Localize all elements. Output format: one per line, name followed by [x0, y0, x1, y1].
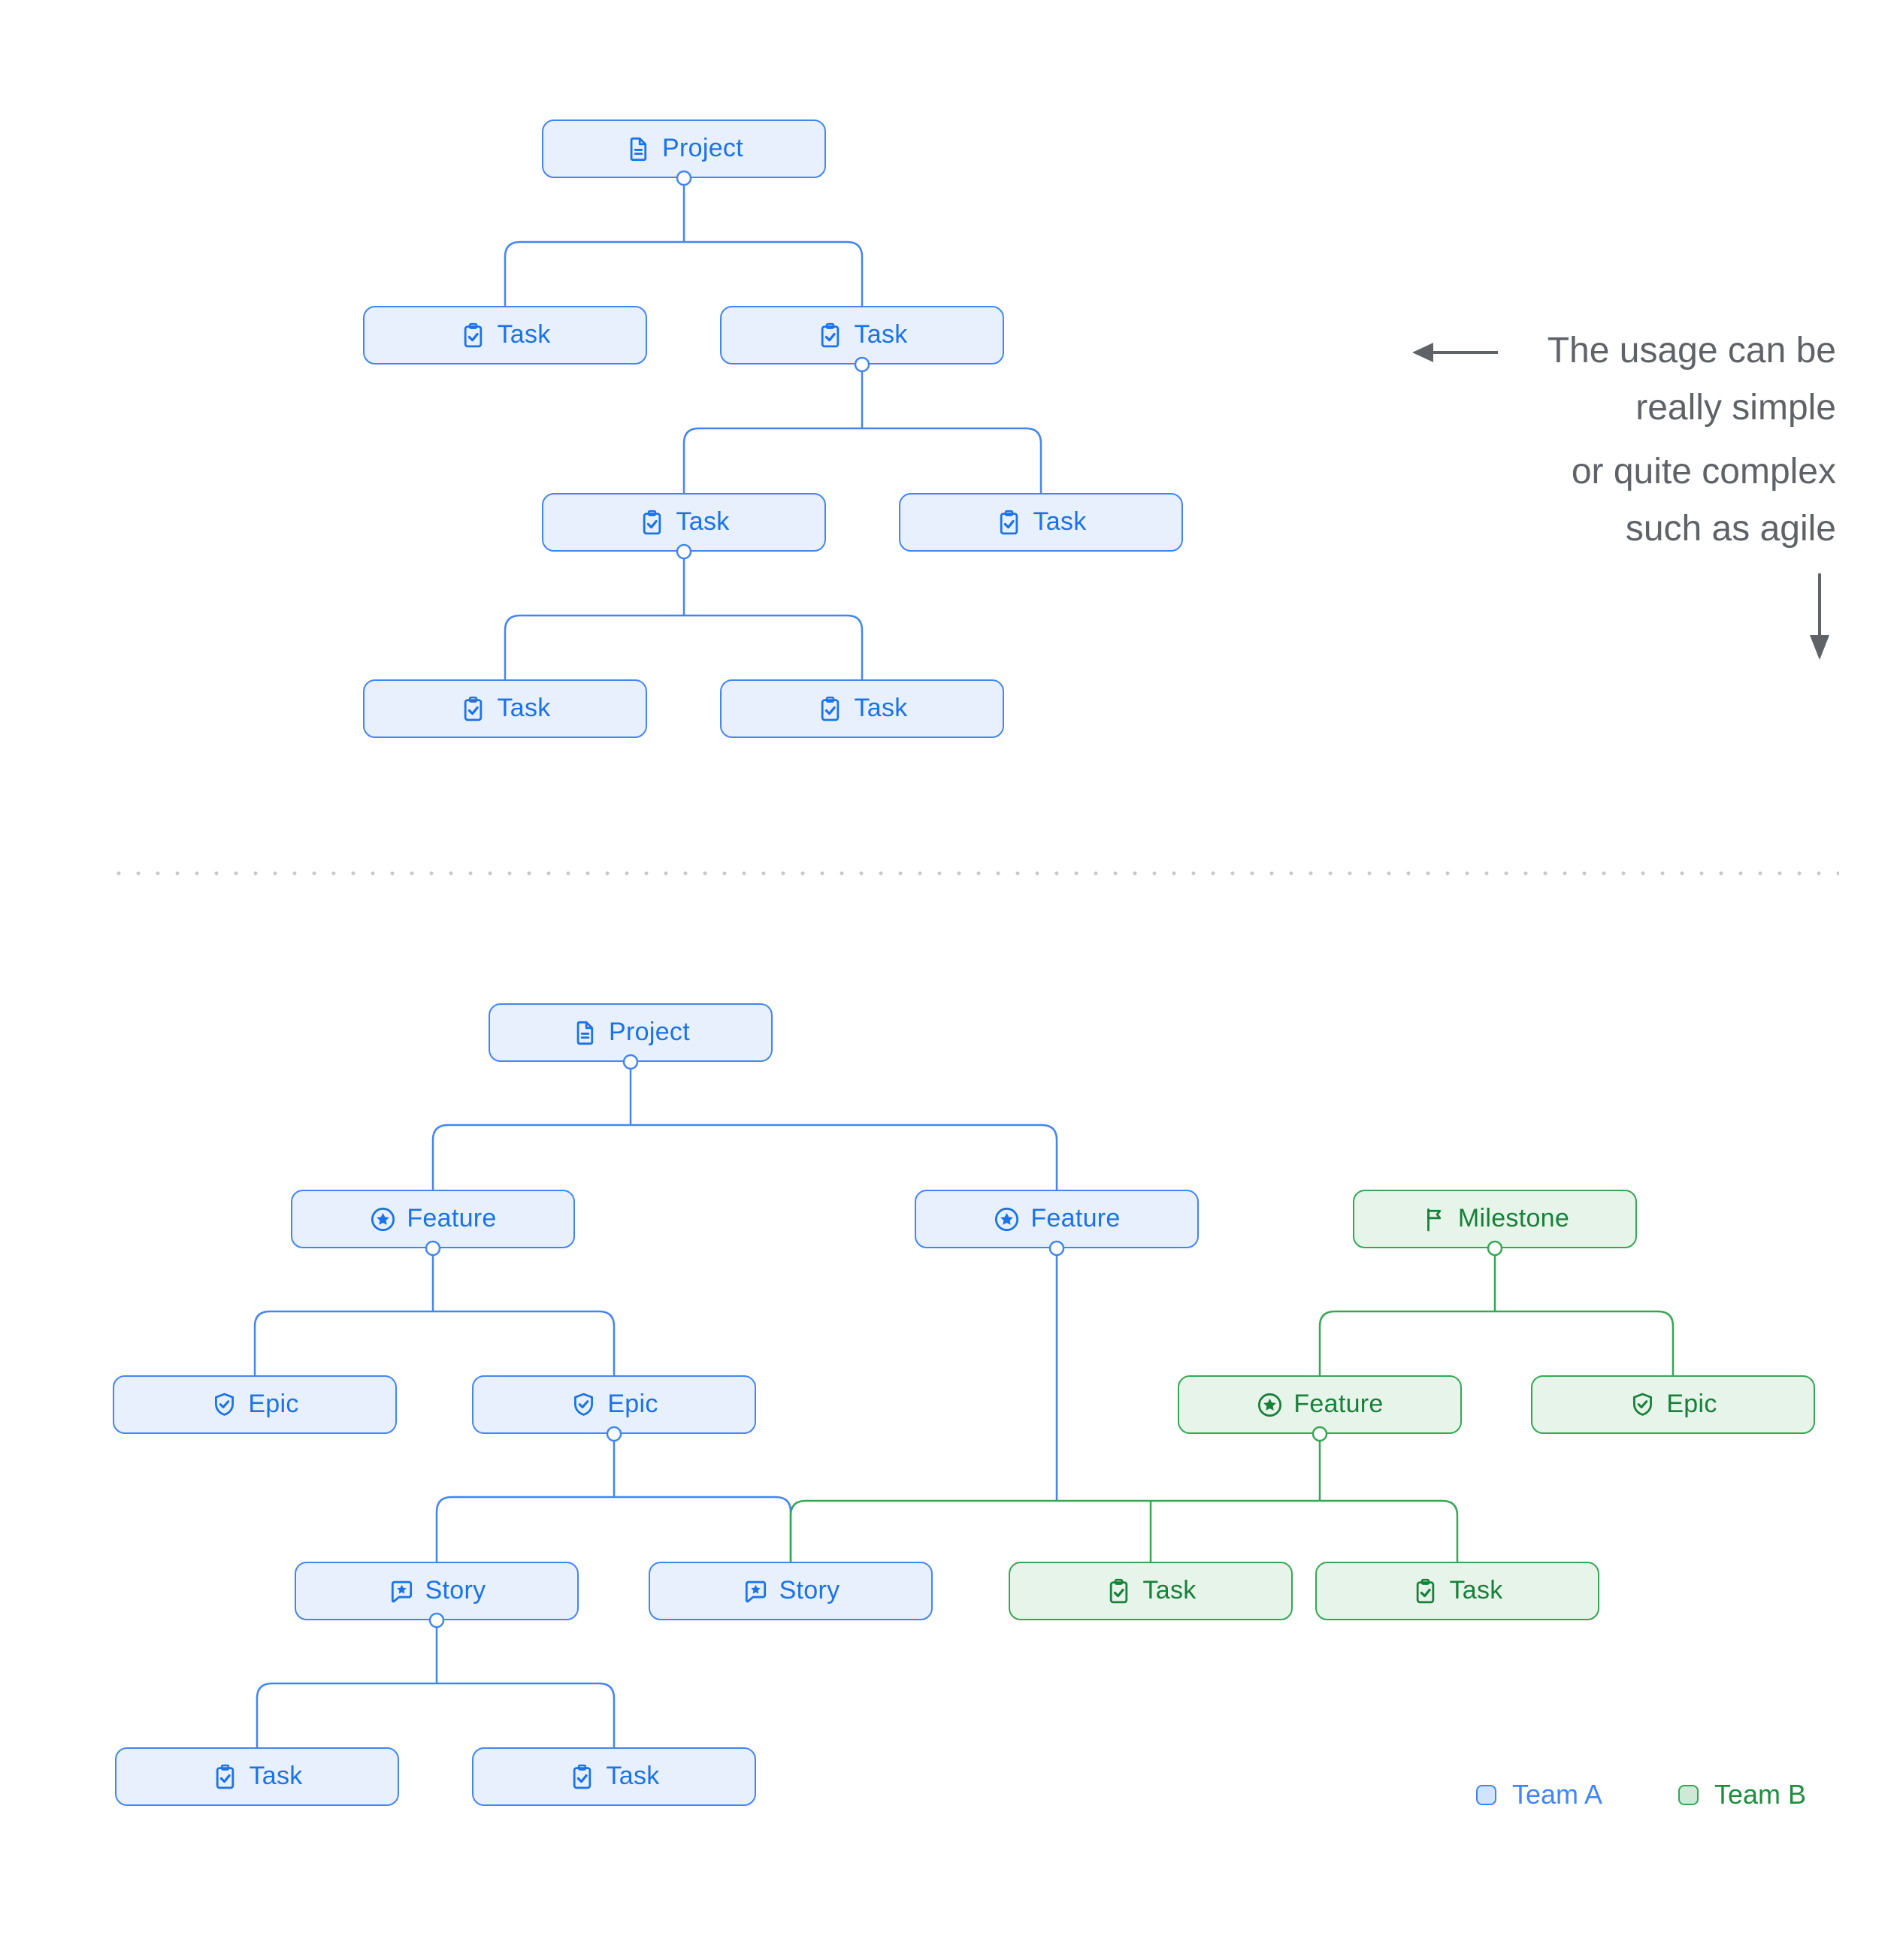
arrow-left-icon — [1412, 343, 1498, 362]
tree2-task-node-4: Task — [472, 1747, 756, 1806]
story-comment-icon — [388, 1577, 416, 1605]
node-label: Feature — [407, 1204, 497, 1233]
task-check-icon — [995, 509, 1023, 537]
tree1-project-node: Project — [542, 119, 826, 178]
tree2-task-node-1: Task — [1009, 1562, 1293, 1620]
tree1-task-node-3: Task — [542, 493, 826, 552]
node-label: Task — [1449, 1576, 1503, 1605]
team-a-swatch — [1476, 1784, 1496, 1805]
tree2-task-node-3: Task — [115, 1747, 399, 1806]
team-b-swatch — [1678, 1784, 1699, 1805]
epic-shield-icon — [570, 1391, 598, 1419]
tree1-task-node-6: Task — [720, 679, 1004, 738]
node-label: Task — [606, 1762, 660, 1790]
tree1-task-node-4: Task — [899, 493, 1183, 552]
tree1-task-node-1: Task — [363, 306, 647, 364]
document-icon — [625, 135, 652, 163]
node-label: Epic — [1666, 1390, 1717, 1418]
node-label: Story — [425, 1576, 486, 1605]
feature-star-icon — [993, 1205, 1021, 1233]
tree2-feature-node-2: Feature — [915, 1190, 1199, 1248]
annotation-text: The usage can be really simple or quite … — [1548, 322, 1836, 558]
node-label: Project — [609, 1018, 690, 1046]
task-check-icon — [638, 509, 666, 537]
task-check-icon — [816, 695, 844, 723]
tree2-epic-node-3: Epic — [1531, 1375, 1815, 1434]
annotation-paragraph-2: or quite complex such as agile — [1548, 443, 1836, 558]
node-label: Task — [676, 507, 730, 536]
node-label: Project — [662, 134, 743, 162]
node-label: Feature — [1293, 1390, 1384, 1418]
milestone-flag-icon — [1420, 1205, 1448, 1233]
tree1-task-node-5: Task — [363, 679, 647, 738]
feature-star-icon — [369, 1205, 397, 1233]
tree2-story-node-2: Story — [649, 1562, 933, 1620]
task-check-icon — [211, 1763, 239, 1791]
tree2-task-node-2: Task — [1315, 1562, 1599, 1620]
annotation-line-1: The usage can be — [1547, 331, 1836, 371]
arrow-down-icon — [1810, 573, 1829, 660]
task-check-icon — [1411, 1577, 1439, 1605]
annotation-line-3: or quite complex — [1571, 452, 1836, 492]
node-label: Task — [497, 694, 551, 722]
node-label: Epic — [607, 1390, 658, 1418]
epic-shield-icon — [1629, 1391, 1656, 1419]
node-label: Task — [1033, 507, 1087, 536]
node-label: Task — [249, 1762, 303, 1790]
feature-star-icon — [1256, 1391, 1284, 1419]
dotted-divider — [109, 871, 1839, 876]
node-label: Task — [1142, 1576, 1197, 1605]
legend-team-b-label: Team B — [1714, 1779, 1807, 1810]
node-label: Task — [854, 694, 908, 722]
annotation-line-2: really simple — [1635, 388, 1836, 428]
story-comment-icon — [742, 1577, 770, 1605]
legend-team-a: Team A — [1476, 1781, 1602, 1808]
node-label: Task — [497, 320, 551, 349]
task-check-icon — [816, 322, 844, 349]
tree1-connectors — [504, 178, 1042, 679]
tree2-story-node-1: Story — [295, 1562, 579, 1620]
node-label: Task — [854, 320, 908, 349]
tree2-feature-node-3: Feature — [1178, 1375, 1462, 1434]
tree2-epic-node-1: Epic — [113, 1375, 397, 1434]
tree2-epic-node-2: Epic — [472, 1375, 756, 1434]
tree2-project-node: Project — [489, 1003, 773, 1062]
epic-shield-icon — [210, 1391, 238, 1419]
task-check-icon — [459, 695, 487, 723]
node-label: Feature — [1030, 1204, 1121, 1233]
legend-team-b: Team B — [1678, 1781, 1806, 1808]
node-label: Story — [779, 1576, 840, 1605]
task-check-icon — [568, 1763, 596, 1791]
tree1-task-node-2: Task — [720, 306, 1004, 364]
task-check-icon — [1105, 1577, 1133, 1605]
annotation-paragraph-1: The usage can be really simple — [1548, 322, 1836, 437]
task-check-icon — [459, 322, 487, 349]
node-label: Milestone — [1457, 1204, 1570, 1233]
document-icon — [571, 1019, 599, 1047]
legend-team-a-label: Team A — [1512, 1779, 1603, 1810]
tree2-feature-node-1: Feature — [291, 1190, 575, 1248]
tree2-milestone-node: Milestone — [1353, 1190, 1637, 1248]
annotation-line-4: such as agile — [1625, 509, 1836, 549]
node-label: Epic — [248, 1390, 299, 1418]
